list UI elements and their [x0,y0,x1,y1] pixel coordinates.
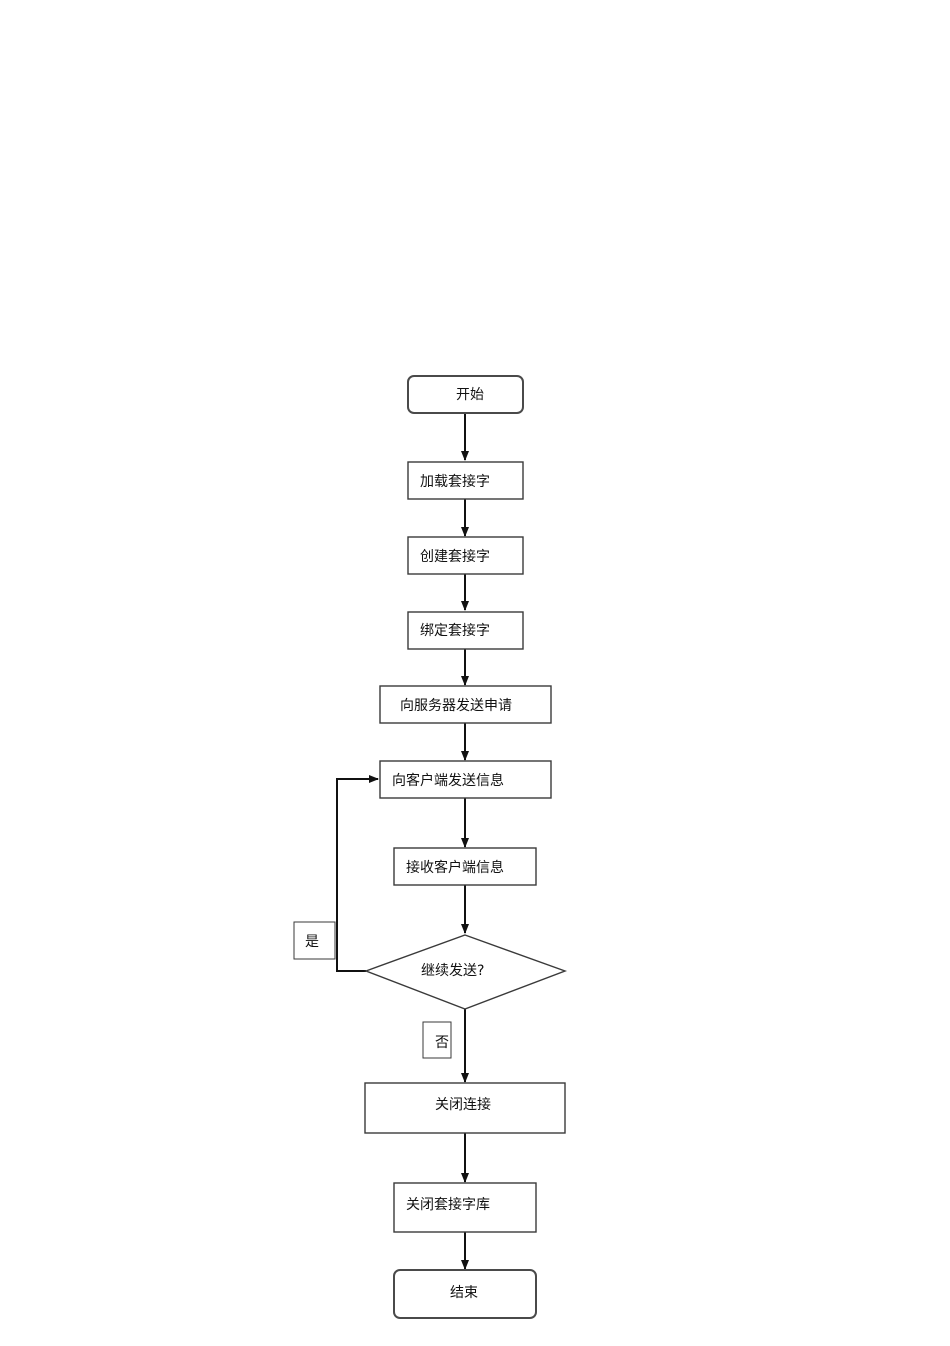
close-connection-shape [364,1082,566,1134]
end-shape [393,1269,537,1319]
yes-tag-box [293,921,336,960]
close-connection-label: 关闭连接 [435,1096,491,1113]
no-tag: 否 [422,1021,452,1059]
yes-tag: 是 [293,921,336,960]
no-tag-box [422,1021,452,1059]
load-socket-label: 加载套接字 [420,473,490,490]
load-socket-node: 加载套接字 [407,461,524,500]
load-socket-shape [407,461,524,500]
close-socket-lib-label: 关闭套接字库 [406,1196,490,1213]
create-socket-shape [407,536,524,575]
send-request-node: 向服务器发送申请 [379,685,552,724]
continue-decision-shape [364,934,568,1010]
close-connection-node: 关闭连接 [364,1082,566,1134]
receive-from-client-label: 接收客户端信息 [406,859,504,876]
send-request-shape [379,685,552,724]
create-socket-node: 创建套接字 [407,536,524,575]
close-socket-lib-shape [393,1182,537,1233]
receive-from-client-shape [393,847,537,886]
end-node: 结束 [393,1269,537,1319]
receive-from-client-node: 接收客户端信息 [393,847,537,886]
send-to-client-node: 向客户端发送信息 [379,760,552,799]
create-socket-label: 创建套接字 [420,548,490,565]
edges [336,413,469,1270]
start-shape [407,375,524,414]
send-request-label: 向服务器发送申请 [400,698,512,714]
close-socket-lib-node: 关闭套接字库 [393,1182,537,1233]
continue-decision-node: 继续发送? [364,934,568,1010]
start-node: 开始 [407,375,524,414]
continue-decision-label: 继续发送? [421,962,484,979]
no-tag-label: 否 [435,1035,449,1051]
start-label: 开始 [456,387,484,403]
yes-tag-label: 是 [305,934,319,950]
send-to-client-label: 向客户端发送信息 [392,772,504,789]
bind-socket-shape [407,611,524,650]
bind-socket-node: 绑定套接字 [407,611,524,650]
bind-socket-label: 绑定套接字 [420,622,490,639]
send-to-client-shape [379,760,552,799]
end-label: 结束 [450,1285,478,1301]
edge-decision-yes-loop [336,775,379,972]
